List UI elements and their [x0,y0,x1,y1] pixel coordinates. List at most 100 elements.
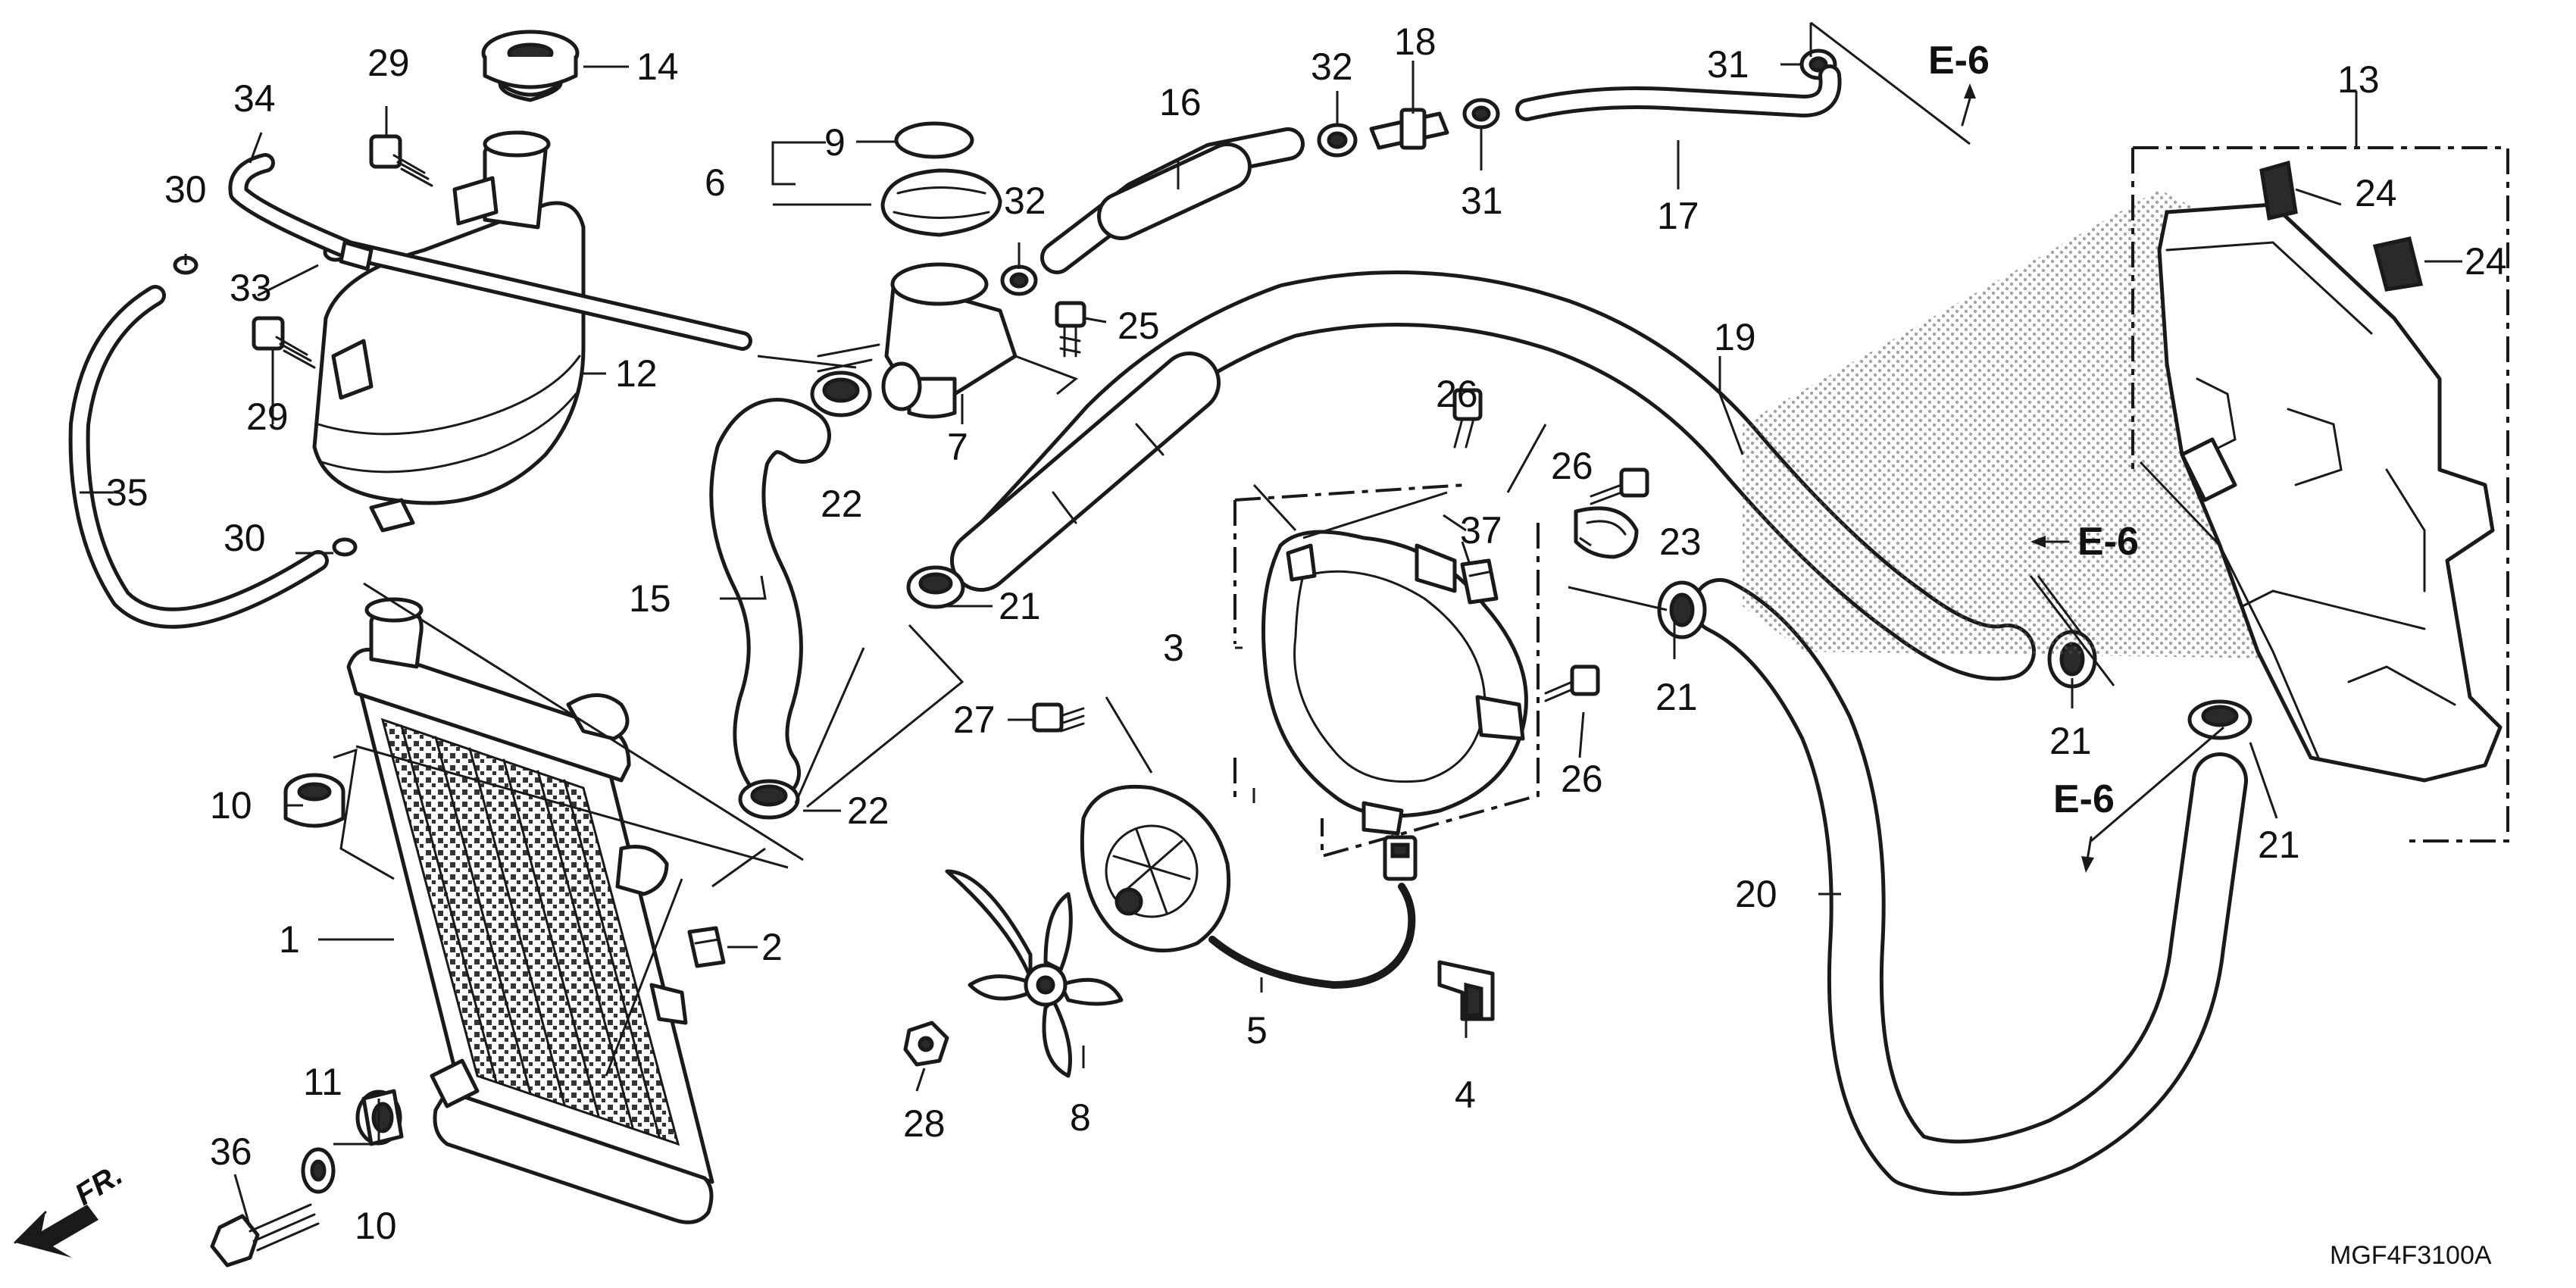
radiator-side-bracket [615,845,669,896]
label-14: 14 [636,45,679,88]
label-29-lower: 29 [246,395,289,438]
fitting-18 [1369,108,1449,150]
label-31-upper: 31 [1707,43,1749,86]
tube-17 [1515,64,1842,121]
fan-shroud [1261,530,1528,836]
label-25: 25 [1118,305,1160,347]
side-shroud-panel [2157,202,2503,783]
label-19: 19 [1714,316,1756,358]
reserve-tank-cap [481,30,580,102]
fan-shroud-dashed-box [1233,483,1540,858]
radiator-fins [400,724,661,1138]
label-15: 15 [629,577,671,620]
label-31-middle: 31 [1461,180,1503,222]
clamp-32-upper [1317,123,1358,158]
panel-dashed-box [2131,146,2509,843]
cross-reference-labels: E-6 E-6 E-6 [1928,39,2139,821]
clamp-22-upper [810,370,872,417]
clamp-21-left [906,565,965,609]
label-20: 20 [1735,873,1777,915]
label-21-c: 21 [2049,720,2092,762]
label-1: 1 [279,918,300,961]
ref-e6-middle: E-6 [2077,520,2139,564]
radiator-core-mesh [380,717,680,1146]
label-35: 35 [106,471,148,514]
label-9: 9 [824,121,846,164]
clip-2 [687,926,726,968]
label-22-upper: 22 [821,483,863,525]
collar-11 [301,1147,336,1194]
radiator-lower-outlet [430,1058,480,1108]
reserve-tank-bracket [331,339,374,400]
radiator [346,597,714,1224]
bolt-26-lower [1544,664,1600,702]
radiator-upper-outlet [566,693,630,741]
label-22-lower: 22 [847,789,889,832]
bolt-29-upper [369,134,433,187]
reserve-tank [312,130,586,533]
ref-e6-lower: E-6 [2053,777,2115,821]
part-labels: 1 2 3 4 5 6 7 8 9 10 10 11 12 13 14 15 1… [106,20,2507,1247]
label-8: 8 [1070,1096,1091,1139]
diagram-code: MGF4F3100A [2330,1241,2492,1270]
label-36: 36 [210,1130,252,1173]
label-13: 13 [2337,58,2380,101]
label-17: 17 [1657,195,1699,237]
label-32-lower: 32 [1004,180,1046,222]
reserve-tank-tab [452,176,499,226]
bolt-36 [210,1203,320,1268]
nut-37 [1460,558,1499,605]
label-27: 27 [953,699,996,741]
ref-arrows [1961,83,2094,873]
label-34: 34 [233,77,276,120]
label-7: 7 [947,426,968,468]
bolt-26-upper [1452,388,1483,449]
label-5: 5 [1246,1009,1268,1052]
label-6: 6 [705,161,726,204]
clip-30-lower [332,537,358,557]
seal-9 [894,121,974,159]
label-2: 2 [761,926,783,968]
label-3: 3 [1163,627,1184,669]
label-24-upper: 24 [2355,172,2397,214]
label-12: 12 [615,352,658,395]
clamp-21-lower [2187,699,2252,740]
label-28: 28 [903,1102,946,1145]
label-4: 4 [1455,1074,1476,1116]
fan-motor-connector [1383,835,1418,881]
label-23: 23 [1659,521,1702,563]
front-arrow-icon [14,1205,98,1258]
bolt-26-right [1590,467,1649,505]
radiator-bottom-tank [433,1089,714,1224]
leader-lines [80,21,2462,1228]
front-label: FR. [69,1158,128,1211]
bolt-29-lower [252,316,316,369]
label-18: 18 [1394,20,1436,63]
hose-16 [1040,127,1305,274]
fan-motor [1080,784,1231,953]
label-37: 37 [1460,509,1502,552]
ref-e6-top: E-6 [1928,39,1990,83]
hose-15 [709,398,831,801]
reserve-tank-rim-lower [320,392,577,474]
clamp-22-lower [738,779,800,820]
bolt-25 [1055,301,1086,358]
radiator-filler-cap [364,597,424,623]
label-30-upper: 30 [164,168,207,211]
reserve-tank-outlet [369,498,415,533]
label-10-lower: 10 [355,1205,397,1247]
label-11: 11 [303,1061,342,1103]
label-32-upper: 32 [1311,45,1353,88]
nut-28 [903,1021,949,1067]
grommet-4 [1437,960,1495,1021]
clip-23 [1574,506,1639,559]
label-29-upper: 29 [367,42,410,84]
clamp-21-middle [1657,580,1707,639]
hose-20 [1692,578,2248,1196]
radiator-side-bracket-lower [649,983,688,1025]
tube-34 [228,153,752,351]
label-26-upper: 26 [1436,373,1478,415]
label-26-right: 26 [1551,445,1593,487]
fan-motor-wire [1208,883,1416,989]
label-10-upper: 10 [210,784,252,827]
